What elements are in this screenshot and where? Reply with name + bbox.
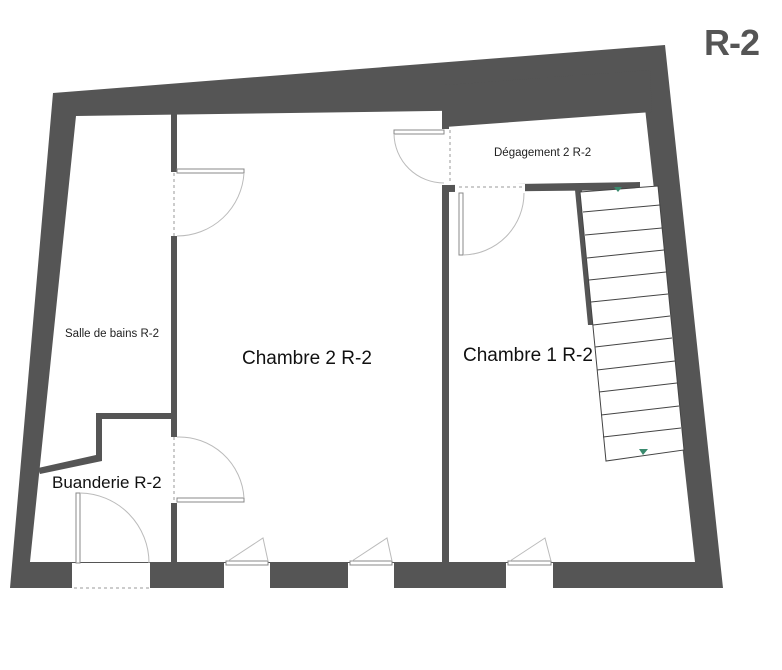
door-chambre2-bottom[interactable] [173,436,245,503]
wall-bath-chambre2 [171,108,177,563]
room-label-degagement-2: Dégagement 2 R-2 [494,147,592,159]
wall-block-top-right [445,70,652,127]
staircase[interactable] [579,185,685,462]
window-1[interactable] [225,537,269,566]
window-2[interactable] [349,537,393,566]
level-badge: R-2 [704,22,760,63]
window-3[interactable] [507,537,552,566]
wall-buanderie [38,413,174,474]
room-label-buanderie: Buanderie R-2 [52,473,162,492]
stair-arrow-top-icon [614,187,622,192]
door-chambre1[interactable] [458,186,525,256]
room-label-chambre-2: Chambre 2 R-2 [242,348,372,369]
door-degagement[interactable] [393,129,451,184]
room-label-chambre-1: Chambre 1 R-2 [463,345,593,366]
stair-arrow-bottom-icon [639,449,648,455]
door-buanderie[interactable] [74,492,150,589]
door-bath-top[interactable] [173,168,245,237]
wall-chambre2-chambre1 [442,88,449,563]
room-label-salle-de-bains: Salle de bains R-2 [65,328,159,340]
outer-wall [10,45,723,588]
